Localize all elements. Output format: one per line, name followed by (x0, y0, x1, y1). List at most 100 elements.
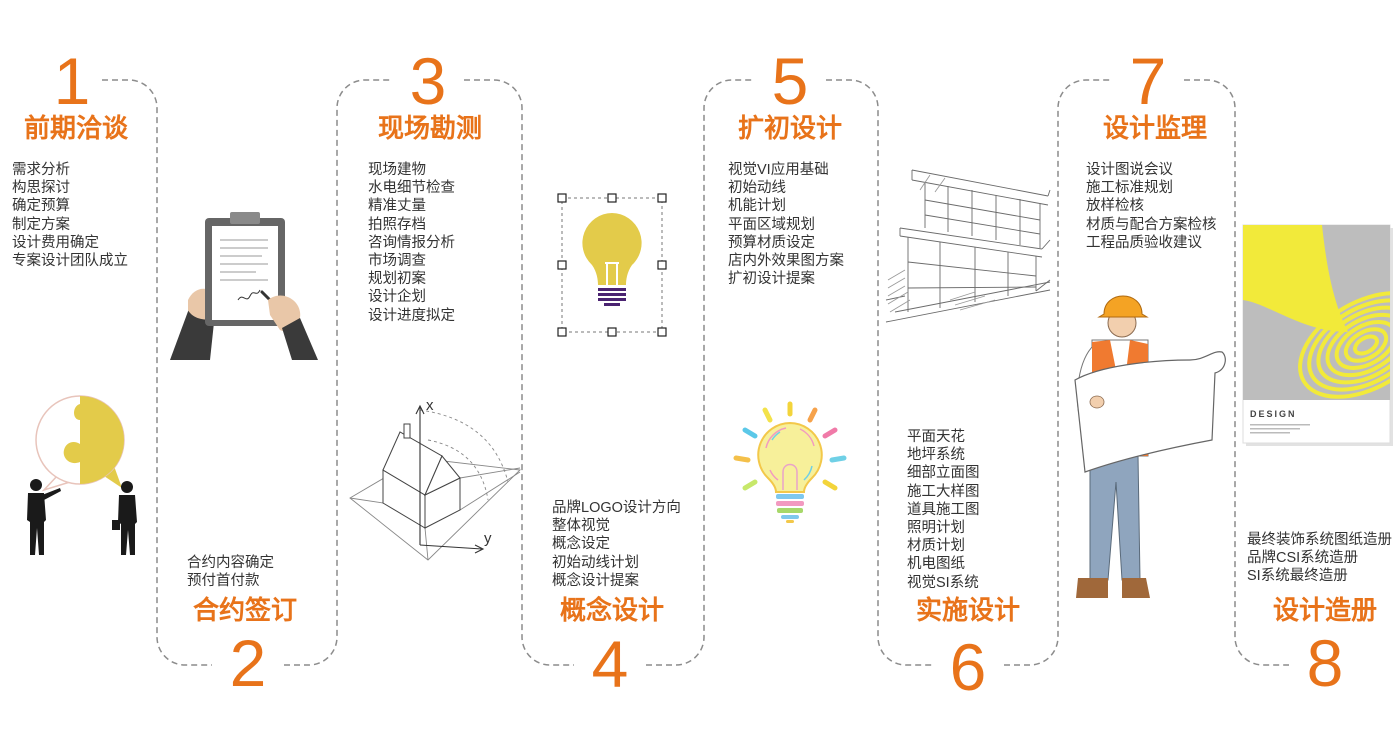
book-cover-small-lines (1250, 424, 1310, 434)
list-item: 设计图说会议 (1086, 162, 1173, 178)
list-item: 施工大样图 (907, 483, 980, 500)
signature (237, 289, 261, 301)
ground-lines (885, 281, 1051, 323)
list-item: 扩初设计提案 (728, 271, 815, 288)
step-title: 前期洽谈 (23, 113, 128, 143)
step-items: 合约内容确定 预付首付款 (187, 554, 274, 590)
perspective-rays (349, 467, 521, 561)
step-items: 需求分析 构思探讨 确定预算 制定方案 设计费用确定 专案设计团队成立 (12, 161, 128, 270)
connector-segment-5-6 (826, 79, 932, 666)
list-item: 现场建物 (368, 162, 426, 178)
list-item: 咨询情报分析 (368, 234, 455, 251)
receding-walls (1035, 189, 1051, 292)
book-cover-title: DESIGN (1250, 409, 1297, 419)
list-item: 工程品质验收建议 (1086, 234, 1202, 251)
axis-x-label: x (426, 397, 434, 414)
axis-y-label: y (484, 530, 492, 547)
bulb-base (598, 288, 626, 306)
list-item: 平面天花 (907, 429, 965, 445)
step-title: 扩初设计 (737, 113, 842, 143)
list-item: 设计进度拟定 (368, 307, 455, 324)
connector-segment-1-2 (102, 79, 212, 666)
list-item: 材质计划 (907, 538, 965, 555)
step-number: 2 (229, 626, 267, 700)
construction-worker-illustration (1074, 295, 1226, 598)
step-items: 最终装饰系统图纸造册 品牌CSI系统造册 SI系统最终造册 (1247, 531, 1392, 586)
step-items: 现场建物 水电细节检查 精准丈量 拍照存档 咨询情报分析 市场调查 规划初案 设… (368, 161, 455, 325)
list-item: 精准丈量 (368, 198, 426, 215)
step-title: 概念设计 (559, 595, 664, 625)
contract-signing-illustration (170, 212, 318, 360)
list-item: 制定方案 (12, 216, 70, 233)
puzzle-piece-icon (63, 396, 124, 484)
list-item: 道具施工图 (907, 501, 980, 518)
connector-segment-7-8 (1184, 79, 1289, 666)
list-item: 预付首付款 (187, 573, 260, 590)
step-items: 品牌LOGO设计方向 整体视觉 概念设定 初始动线计划 概念设计提案 (552, 499, 681, 590)
list-item: 地坪系统 (907, 447, 965, 464)
connector-segment-2-3 (284, 79, 392, 666)
list-item: 施工标准规划 (1086, 180, 1173, 197)
list-item: 合约内容确定 (187, 555, 274, 571)
step-title: 设计监理 (1102, 113, 1207, 143)
list-item: 品牌CSI系统造册 (1247, 550, 1359, 567)
list-item: 专案设计团队成立 (12, 252, 128, 269)
step-number: 6 (949, 630, 987, 704)
list-item: 初始动线计划 (552, 554, 639, 571)
list-item: 细部立面图 (907, 465, 980, 482)
lower-posts (907, 237, 1037, 312)
bulb-filament (605, 262, 619, 285)
roof-slab (911, 169, 1049, 206)
left-sleeve (170, 306, 215, 360)
businessman-left-icon (27, 479, 61, 555)
list-item: 照明计划 (907, 519, 965, 536)
worker-shoe-left (1076, 578, 1108, 598)
list-item: 店内外效果图方案 (728, 252, 844, 269)
list-item: 市场调查 (368, 252, 426, 269)
upper-glazing (924, 199, 1041, 235)
house-gable (424, 455, 461, 497)
building-sketch-illustration (885, 169, 1051, 323)
hard-hat-icon (1097, 295, 1149, 318)
selection-handles (557, 193, 667, 337)
list-item: 水电细节检查 (368, 180, 455, 197)
list-item: 初始动线 (728, 180, 786, 197)
list-item: 视觉SI系统 (907, 574, 979, 591)
house-chimney (403, 423, 411, 439)
list-item: 构思探讨 (12, 180, 70, 197)
lower-lines (907, 261, 1037, 289)
list-item: 确定预算 (12, 198, 70, 215)
businessman-right-icon (112, 481, 137, 555)
bulb-sketch-strokes-2 (771, 431, 813, 481)
step-items: 视觉VI应用基础 初始动线 机能计划 平面区域规划 预算材质设定 店内外效果图方… (728, 161, 844, 288)
connector-segment-6-7 (1004, 79, 1112, 666)
step-number: 4 (591, 627, 629, 701)
light-rays (733, 401, 847, 491)
list-item: 材质与配合方案检核 (1086, 216, 1217, 233)
colorful-lightbulb-illustration (733, 401, 847, 523)
lightbulb-selection-illustration (557, 193, 667, 337)
axis-x-arrow (415, 404, 425, 415)
colorful-filament (782, 463, 798, 490)
list-item: 平面区域规划 (728, 216, 815, 233)
step-number: 3 (409, 44, 447, 118)
list-item: 最终装饰系统图纸造册 (1247, 532, 1392, 548)
colorful-bulb-icon (757, 421, 823, 493)
step-title: 实施设计 (915, 595, 1020, 625)
connector-segment-4-5 (646, 79, 754, 666)
design-book-illustration: DESIGN (1242, 224, 1393, 446)
list-item: 需求分析 (12, 162, 70, 178)
list-item: 预算材质设定 (728, 234, 815, 251)
list-item: 视觉VI应用基础 (728, 162, 829, 178)
step-title: 合约签订 (192, 595, 297, 625)
list-item: 规划初案 (368, 271, 426, 288)
paper-lines (220, 239, 268, 281)
list-item: 放样检核 (1086, 198, 1144, 215)
axis-y-arrow (474, 544, 485, 554)
list-item: 设计费用确定 (12, 234, 99, 251)
axis-y-line (419, 544, 483, 550)
step-items: 平面天花 地坪系统 细部立面图 施工大样图 道具施工图 照明计划 材质计划 机电… (907, 428, 980, 592)
step-number: 5 (771, 44, 809, 118)
